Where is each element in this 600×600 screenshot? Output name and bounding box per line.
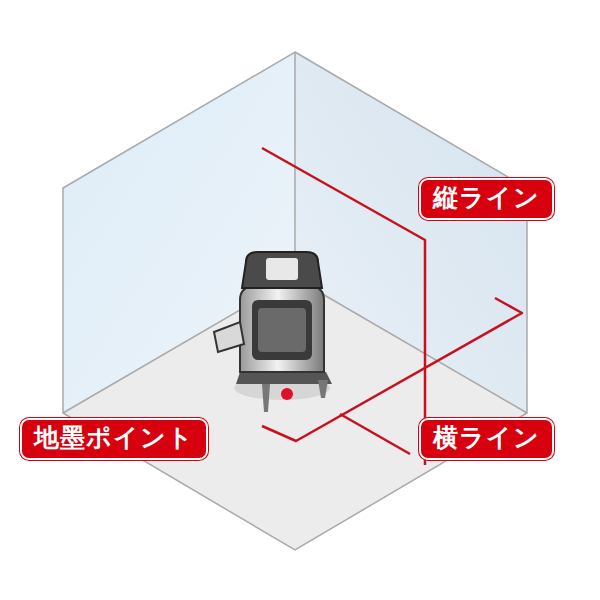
callout-label: 地墨ポイント [20,418,208,460]
callout-text: 地墨ポイント [34,423,194,453]
room-edges [63,52,527,550]
top-window [266,258,298,280]
callout-text: 横ライン [433,423,540,453]
foot [318,380,328,398]
window-glass [258,308,306,352]
laser-level [214,252,332,412]
floor-laser [340,414,410,454]
room [63,52,527,550]
callout-label: 縦ライン [419,178,554,220]
foot [262,384,270,412]
floor [63,278,527,550]
ground-point-dot [281,388,293,400]
handle [214,322,244,352]
base [236,372,332,384]
callout-text: 縦ライン [433,183,540,213]
body [240,286,324,372]
window [252,300,312,360]
top-cap [242,252,322,288]
callout-label: 横ライン [419,418,554,460]
